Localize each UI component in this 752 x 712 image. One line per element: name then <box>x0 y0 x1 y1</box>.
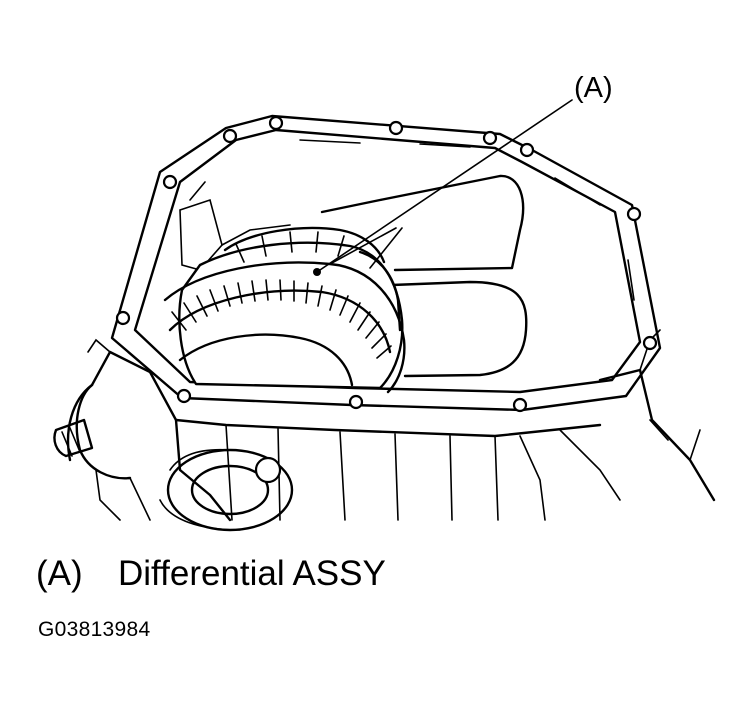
legend-text: Differential ASSY <box>118 554 386 593</box>
differential-assy <box>163 226 406 394</box>
transmission-case-body <box>53 329 716 532</box>
figure-code: G03813984 <box>38 618 151 641</box>
callout-label-a: (A) <box>574 72 613 104</box>
drain-bolt <box>53 418 94 458</box>
legend: (A) Differential ASSY <box>36 556 386 591</box>
transmission-case-illustration <box>53 99 716 532</box>
callout-leader-a <box>316 99 573 273</box>
case-inner-cavity <box>179 174 528 378</box>
legend-key: (A) <box>36 554 83 593</box>
